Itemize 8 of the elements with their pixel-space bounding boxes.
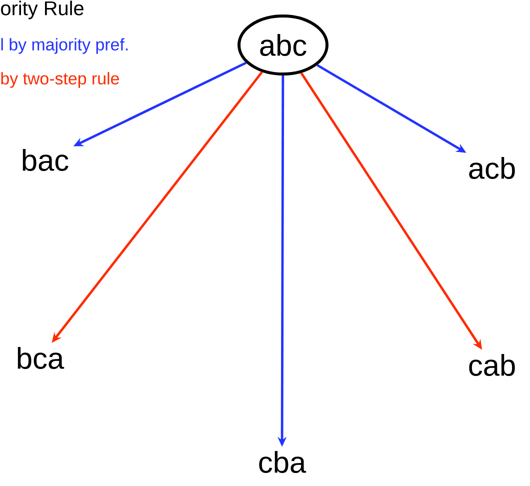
node-label: cab [469,354,515,376]
node-label: acb [469,157,515,179]
node-label: cba [259,451,306,473]
node-label: bac [22,149,68,171]
note-text: l by majority pref. [1,38,128,54]
note-text: by two-step rule [1,72,119,88]
node-label: bca [18,347,64,369]
note-text: ority Rule [1,0,84,20]
